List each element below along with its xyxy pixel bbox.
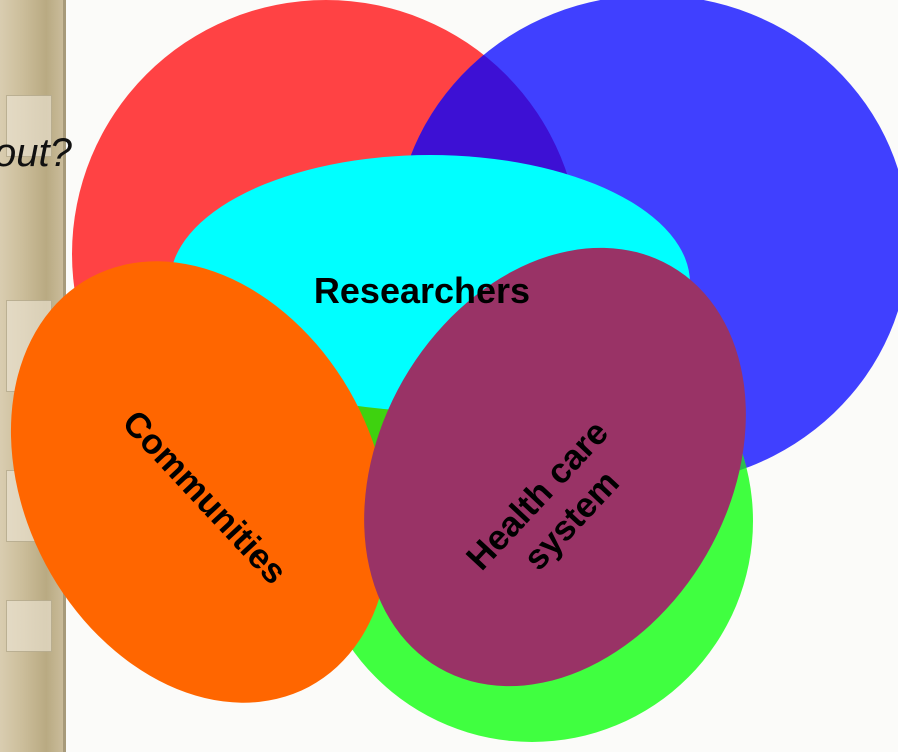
communities-ellipse	[10, 261, 390, 703]
panel-texture	[6, 95, 52, 157]
health-care-ellipse	[364, 247, 746, 687]
researchers-label: Researchers	[314, 270, 530, 311]
panel-texture	[6, 600, 52, 652]
partial-heading-text: out?	[0, 131, 73, 175]
